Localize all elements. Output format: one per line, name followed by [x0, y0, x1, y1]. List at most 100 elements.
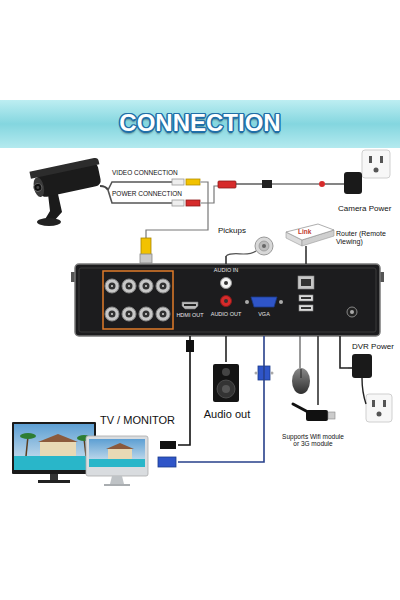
banner-title: CONNECTION	[0, 108, 400, 138]
dvr-recorder-part	[245, 300, 249, 304]
bnc-port-part	[162, 285, 164, 287]
dvr-recorder-part	[301, 307, 311, 309]
bullet-camera-part-part	[33, 183, 42, 192]
dvr-recorder: AUDIO INHDMI OUTAUDIO OUTVGA	[75, 264, 380, 336]
speaker-part	[222, 385, 230, 393]
tv-monitor-part	[20, 433, 36, 439]
speaker-part	[222, 368, 230, 376]
dvr-power-adapter	[348, 354, 392, 422]
bullet-camera-part-part	[29, 157, 99, 178]
bullet-camera	[29, 157, 108, 226]
tv-monitor-part	[40, 442, 76, 456]
router-part	[305, 246, 307, 250]
audio-pickup-part	[262, 244, 266, 248]
camera-cables-part	[236, 183, 262, 184]
cable	[317, 336, 319, 405]
bnc-port-part	[122, 279, 136, 293]
dvr-recorder-part	[299, 305, 313, 311]
bnc-port-part	[111, 285, 113, 287]
wifi-dongle: Supports Wifi module or 3G module	[280, 405, 348, 452]
camera-cables-part	[200, 181, 205, 183]
cable-plug-part	[255, 372, 258, 375]
camera-cables-part	[172, 200, 184, 206]
bnc-port-part	[156, 307, 170, 321]
audio-pickup: Pickups	[212, 224, 282, 256]
dvr-recorder-part	[301, 297, 311, 299]
bnc-port	[105, 279, 170, 321]
cable	[225, 336, 227, 362]
bnc-port-part	[160, 311, 167, 318]
router-part	[286, 224, 334, 240]
bnc-port-part	[128, 285, 130, 287]
cable-plug-part	[158, 457, 176, 467]
device-caption: DVR Power	[352, 342, 394, 351]
dvr-recorder-part	[221, 296, 232, 307]
router	[286, 224, 334, 250]
camera-cables-part	[319, 181, 325, 187]
camera-power-adapter-part	[344, 172, 362, 194]
camera-cables	[108, 179, 344, 263]
bnc-port-part	[122, 307, 136, 321]
usb-mouse-part	[301, 369, 302, 378]
tv-monitor-part	[14, 424, 94, 470]
dvr-recorder-part	[299, 295, 313, 301]
speaker	[213, 364, 239, 402]
dvr-power-adapter: DVR Power	[348, 340, 398, 426]
audio-pickup	[226, 237, 273, 256]
camera-cables-part	[140, 254, 152, 263]
camera-cables-part	[141, 238, 151, 255]
bnc-port-part	[128, 313, 130, 315]
dvr-recorder-part	[301, 279, 311, 286]
dvr-recorder-part	[221, 278, 232, 289]
cable-plug	[158, 340, 274, 467]
camera-power-adapter-part	[362, 150, 390, 178]
device-caption: TV / MONITOR	[100, 414, 175, 427]
cable-label: VIDEO CONNECTION	[112, 169, 178, 176]
cable	[178, 336, 264, 462]
camera-cables-part	[108, 182, 172, 190]
bullet-camera-part	[44, 194, 62, 221]
dvr-power-adapter-part	[362, 378, 366, 404]
dvr-power-adapter-part	[366, 394, 392, 422]
camera-cables-part	[200, 202, 205, 204]
bullet-camera-part	[29, 157, 103, 199]
port-label: HDMI OUT	[173, 312, 207, 318]
dvr-recorder-part	[251, 297, 277, 307]
tv-monitor-part	[26, 436, 28, 456]
camera-cables-part	[272, 183, 319, 184]
camera-power-adapter-part	[369, 156, 372, 163]
camera-power-adapter: Camera Power	[322, 148, 398, 218]
camera-cables-part	[325, 183, 344, 184]
title-banner	[0, 100, 400, 148]
dvr-recorder-part	[224, 299, 228, 303]
cable	[178, 336, 190, 445]
dvr-recorder	[71, 264, 384, 336]
speaker: Audio out	[198, 362, 258, 424]
audio-pickup-part	[226, 251, 256, 256]
dvr-power-adapter-part	[348, 367, 352, 369]
bnc-port-part	[145, 285, 147, 287]
bnc-port-part	[105, 279, 119, 293]
bnc-port-part	[156, 279, 170, 293]
camera-cables-part	[205, 186, 218, 203]
bnc-port-part	[160, 283, 167, 290]
speaker-part	[217, 380, 235, 398]
device-caption: Router (Remote Viewing)	[336, 230, 394, 246]
bnc-port-part	[162, 313, 164, 315]
tv-monitor-part	[89, 439, 145, 467]
dvr-recorder-part	[350, 310, 354, 314]
tv-monitor-part	[50, 474, 58, 480]
camera-cables-part	[218, 181, 236, 188]
bnc-port-part	[143, 311, 150, 318]
device-caption: Supports Wifi module or 3G module	[280, 433, 346, 448]
tv-monitor	[12, 422, 148, 486]
port-label: AUDIO OUT	[209, 311, 243, 317]
tv-monitor-part	[104, 484, 130, 486]
bullet-camera-part-part	[36, 186, 40, 190]
camera-cables-part	[172, 179, 184, 185]
cable	[305, 250, 307, 264]
cable-label: POWER CONNECTION	[112, 190, 182, 197]
